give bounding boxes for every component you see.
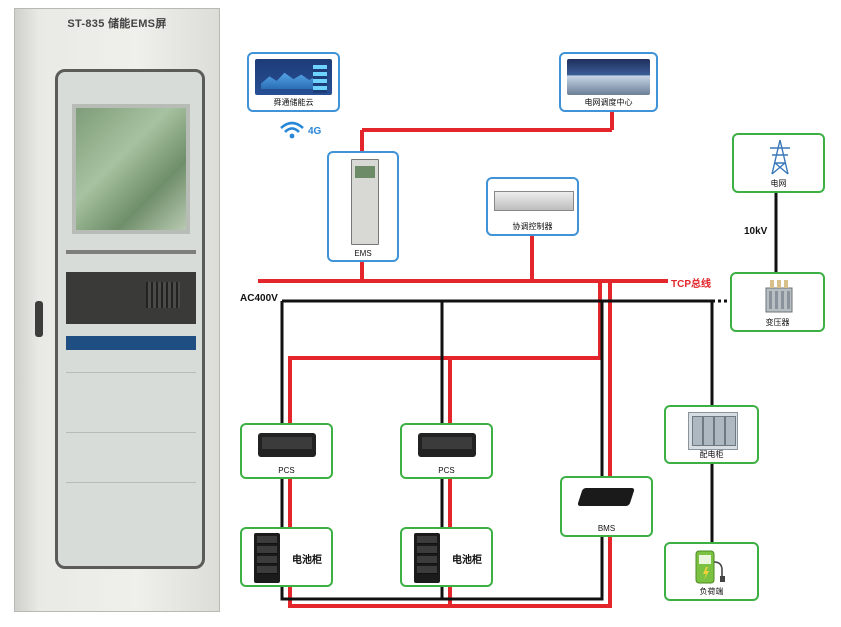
battery-cabinet-icon [414, 533, 440, 583]
cabinet-blank-panel [66, 372, 196, 433]
node-label: 舜通储能云 [273, 98, 314, 107]
transformer-node[interactable]: 变压器 [730, 272, 825, 332]
cabinet-monitor [72, 104, 190, 234]
tcp-bus-label: TCP总线 [671, 279, 711, 290]
battery-cabinet-icon [254, 533, 280, 583]
bms-node[interactable]: BMS [560, 476, 653, 537]
ems-cabinet-icon [351, 159, 379, 245]
voltage-label: 10kV [744, 226, 768, 237]
grid-node[interactable]: 电网 [732, 133, 825, 193]
cloud-platform-node[interactable]: 舜通储能云 [247, 52, 340, 112]
network-label: 4G [308, 126, 322, 137]
wifi-icon [279, 120, 305, 140]
battery-power-line [280, 586, 444, 601]
cabinet-industrial-pc [66, 272, 196, 324]
node-label: BMS [597, 524, 616, 533]
dispatch-center-node[interactable]: 电网调度中心 [559, 52, 658, 112]
controller-device-icon [494, 191, 574, 211]
transformer-icon [762, 278, 796, 316]
dashboard-thumbnail [255, 59, 332, 95]
control-room-thumbnail [567, 59, 650, 95]
node-label: 变压器 [765, 318, 790, 327]
pcs-left-node[interactable]: PCS [240, 423, 333, 479]
node-label: 电网 [770, 179, 787, 188]
cabinet-handle [35, 301, 43, 337]
comm-line-pcs-left [288, 281, 602, 425]
node-label: 电池柜 [452, 555, 482, 566]
cabinet-rail [66, 250, 196, 254]
node-label: 协调控制器 [512, 222, 553, 231]
battery-left-node[interactable]: 电池柜 [240, 527, 333, 587]
node-label: EMS [354, 249, 372, 258]
ac-bus-label: AC400V [240, 293, 278, 304]
node-label: PCS [438, 466, 455, 475]
pcs-device-icon [418, 433, 476, 457]
node-label: 电池柜 [292, 555, 322, 566]
node-label: PCS [278, 466, 295, 475]
node-label: 配电柜 [699, 450, 724, 459]
power-tower-icon [766, 139, 794, 175]
battery-right-node[interactable]: 电池柜 [400, 527, 493, 587]
cabinet-title: ST-835 储能EMS屏 [67, 18, 167, 30]
load-node[interactable]: 负荷端 [664, 542, 759, 601]
cabinet-blank-panel [66, 432, 196, 483]
ems-node[interactable]: EMS [327, 151, 399, 262]
cabinet-network-switch [66, 336, 196, 350]
coordinator-node[interactable]: 协调控制器 [486, 177, 579, 236]
pcs-right-node[interactable]: PCS [400, 423, 493, 479]
comm-line-batteries [288, 586, 452, 608]
distribution-node[interactable]: 配电柜 [664, 405, 759, 464]
switchgear-icon [688, 412, 738, 450]
cabinet-blank-panel [66, 482, 196, 563]
node-label: 电网调度中心 [584, 98, 633, 107]
charging-pile-icon [692, 548, 732, 586]
bms-device-icon [577, 488, 635, 506]
ems-cabinet-photo: ST-835 储能EMS屏 [14, 8, 220, 612]
cabinet-door [55, 69, 205, 569]
pcs-device-icon [258, 433, 316, 457]
node-label: 负荷端 [699, 587, 724, 596]
